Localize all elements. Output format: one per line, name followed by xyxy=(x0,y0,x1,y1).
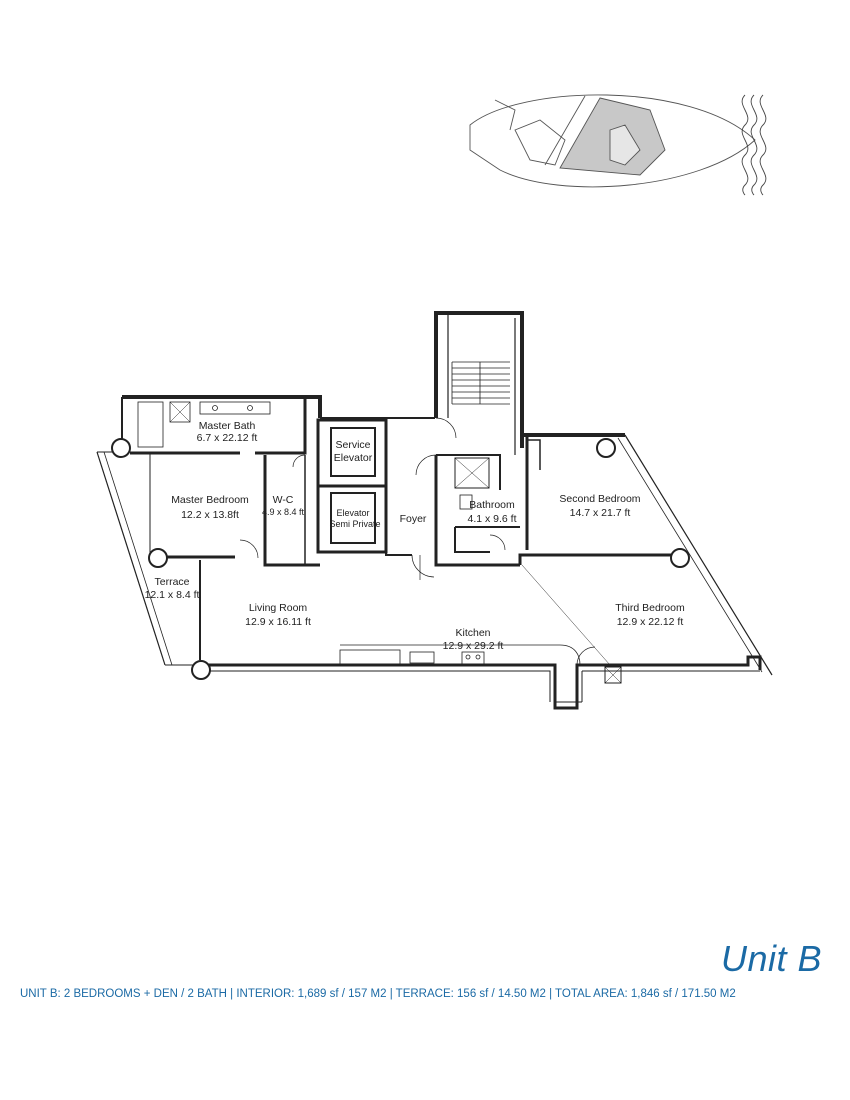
third-bedroom-dim: 12.9 x 22.12 ft xyxy=(617,616,684,628)
room-labels: Master Bath 6.7 x 22.12 ft Master Bedroo… xyxy=(145,420,685,652)
column xyxy=(111,438,131,458)
column xyxy=(670,548,690,568)
master-bedroom-name: Master Bedroom xyxy=(171,494,249,506)
foyer-name: Foyer xyxy=(400,513,427,525)
service-elevator-line1: Service xyxy=(335,439,370,451)
kitchen-name: Kitchen xyxy=(455,627,490,639)
terrace-dim: 12.1 x 8.4 ft xyxy=(145,589,200,601)
wc-dim: 4.9 x 8.4 ft xyxy=(262,507,305,517)
key-plan-outline xyxy=(469,94,756,188)
third-bedroom-name: Third Bedroom xyxy=(615,602,685,614)
column xyxy=(191,660,211,680)
key-plan xyxy=(469,94,756,188)
structural-columns xyxy=(111,438,690,680)
unit-title: Unit B xyxy=(720,938,822,979)
terrace-name: Terrace xyxy=(154,576,189,588)
living-room-name: Living Room xyxy=(249,602,308,614)
master-bedroom-dim: 12.2 x 13.8ft xyxy=(181,509,239,521)
column xyxy=(596,438,616,458)
master-bath-dim: 6.7 x 22.12 ft xyxy=(197,432,258,444)
elevator-semi-private-line1: Elevator xyxy=(336,508,369,518)
living-room-dim: 12.9 x 16.11 ft xyxy=(245,616,311,628)
walls xyxy=(96,311,773,710)
second-bedroom-dim: 14.7 x 21.7 ft xyxy=(570,507,631,519)
service-elevator-line2: Elevator xyxy=(334,452,373,464)
column xyxy=(148,548,168,568)
water-waves-icon xyxy=(741,94,767,196)
bathroom-name: Bathroom xyxy=(469,499,515,511)
kitchen-dim: 12.9 x 29.2 ft xyxy=(443,640,504,652)
master-bath-name: Master Bath xyxy=(199,420,256,432)
bathroom-dim: 4.1 x 9.6 ft xyxy=(467,513,516,525)
unit-summary: UNIT B: 2 BEDROOMS + DEN / 2 BATH | INTE… xyxy=(20,988,736,1000)
second-bedroom-name: Second Bedroom xyxy=(559,493,640,505)
wc-name: W-C xyxy=(273,494,294,506)
elevator-semi-private-line2: Semi Private xyxy=(329,519,380,529)
